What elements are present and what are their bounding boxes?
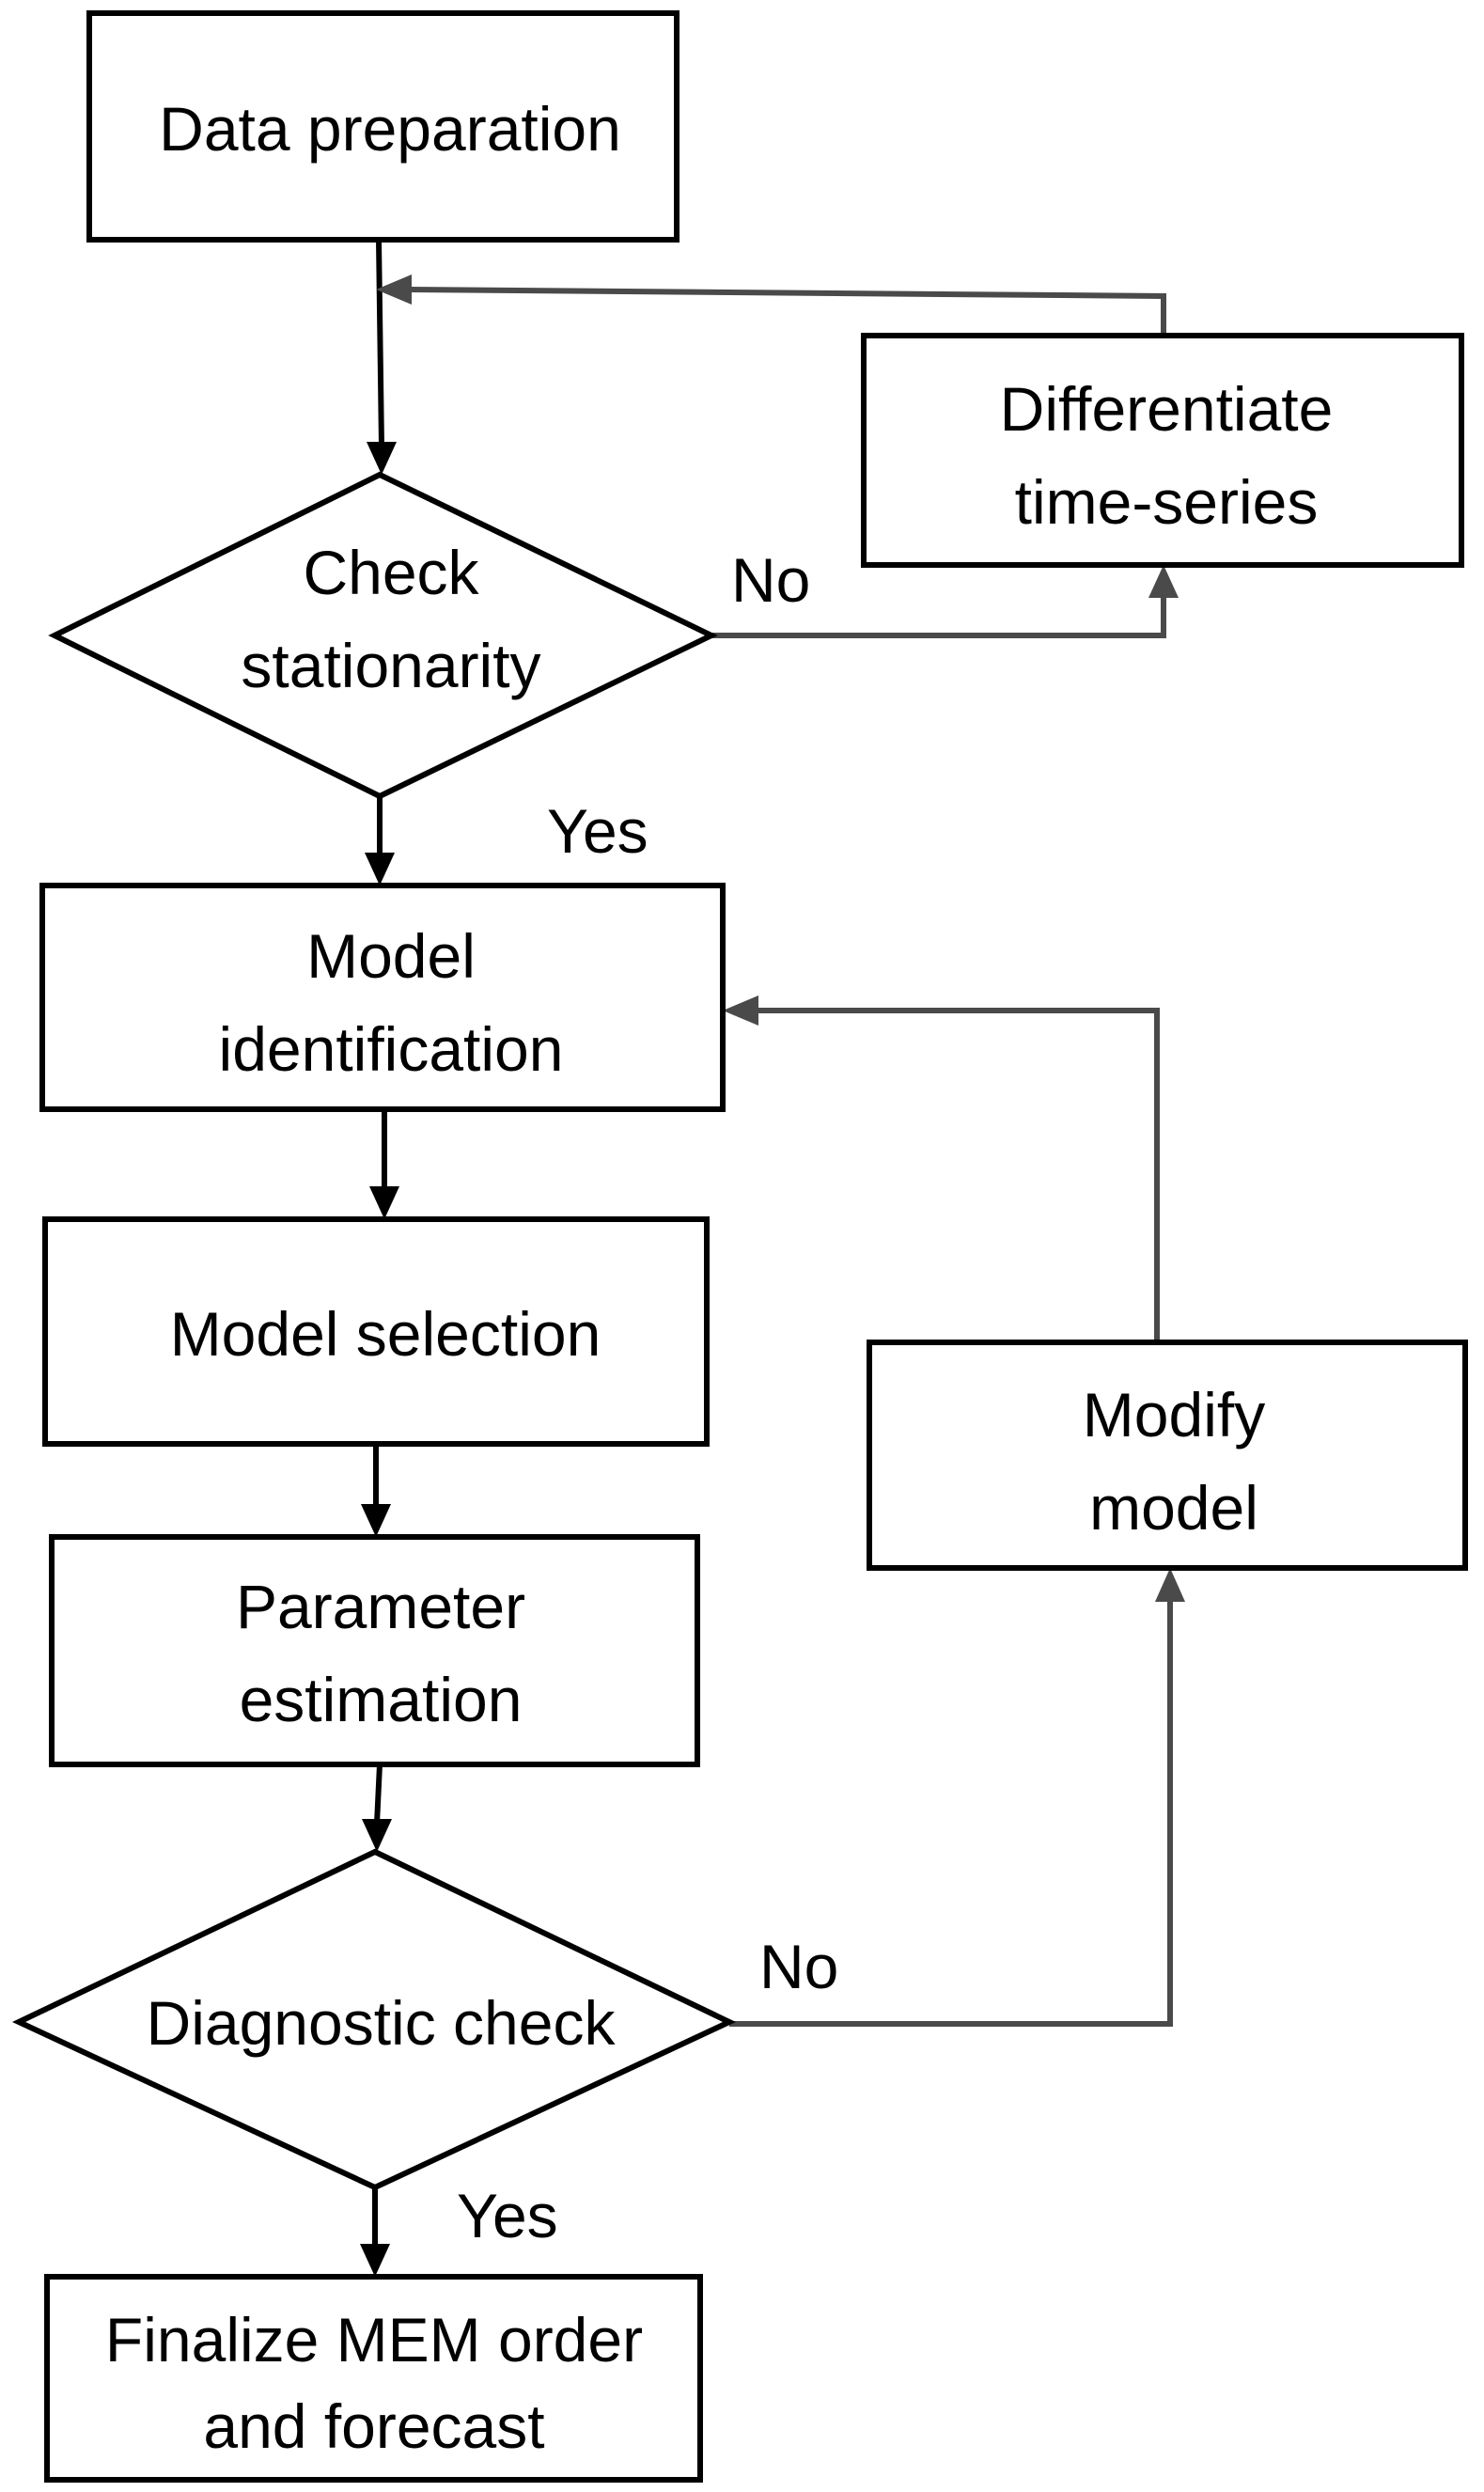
finalize-label-line2: and forecast bbox=[203, 2391, 544, 2461]
arrowhead-diagnostic-no bbox=[1155, 1568, 1185, 1602]
model-identification-label-line1: Model bbox=[306, 921, 476, 991]
arrowhead-stationarity-yes bbox=[365, 853, 395, 886]
differentiate-label-line2: time-series bbox=[1015, 467, 1319, 537]
edge-prep-to-stationarity bbox=[376, 239, 384, 447]
connectors bbox=[360, 239, 1185, 2277]
node-finalize: Finalize MEM order and forecast bbox=[44, 2274, 703, 2483]
arrowhead-identification-to-selection bbox=[369, 1186, 399, 1219]
node-differentiate-time-series: Differentiate time-series bbox=[861, 333, 1464, 568]
arrowhead-differentiate-return bbox=[376, 274, 412, 305]
edge-differentiate-return bbox=[408, 287, 1166, 336]
check-stationarity-label-line2: stationarity bbox=[241, 631, 540, 700]
check-stationarity-label-line1: Check bbox=[303, 538, 479, 607]
parameter-estimation-label-line2: estimation bbox=[240, 1665, 523, 1734]
node-data-preparation: Data preparation bbox=[86, 10, 680, 243]
arrowhead-stationarity-no bbox=[1148, 565, 1179, 598]
node-check-stationarity: Check stationarity bbox=[48, 471, 718, 800]
node-model-selection: Model selection bbox=[42, 1216, 710, 1447]
stationarity-yes-label: Yes bbox=[547, 796, 648, 866]
finalize-label-line1: Finalize MEM order bbox=[105, 2305, 643, 2374]
edge-diagnostic-no bbox=[729, 1598, 1173, 2027]
edge-modify-return bbox=[757, 1008, 1160, 1342]
differentiate-label-line1: Differentiate bbox=[1000, 374, 1334, 444]
diagnostic-no-label: No bbox=[759, 1932, 838, 2001]
edge-estimation-to-diagnostic bbox=[374, 1763, 383, 1825]
model-identification-label-line2: identification bbox=[219, 1014, 564, 1084]
arrowhead-diagnostic-yes bbox=[360, 2244, 390, 2277]
arrowhead-estimation-to-diagnostic bbox=[362, 1819, 392, 1852]
stationarity-no-label: No bbox=[731, 545, 810, 615]
model-selection-label: Model selection bbox=[170, 1299, 601, 1369]
arrowhead-modify-return bbox=[723, 995, 758, 1026]
diagnostic-yes-label: Yes bbox=[457, 2181, 558, 2250]
arrowhead-selection-to-estimation bbox=[361, 1504, 391, 1537]
parameter-estimation-label-line1: Parameter bbox=[236, 1572, 525, 1641]
diagnostic-check-label: Diagnostic check bbox=[147, 1988, 617, 2058]
node-modify-model: Modify model bbox=[867, 1340, 1468, 1571]
modify-model-label-line1: Modify bbox=[1083, 1380, 1265, 1450]
data-preparation-label: Data preparation bbox=[159, 94, 621, 164]
node-diagnostic-check: Diagnostic check bbox=[11, 1848, 737, 2191]
arrowhead-prep-to-stationarity bbox=[367, 442, 397, 475]
modify-model-label-line2: model bbox=[1089, 1473, 1258, 1543]
node-parameter-estimation: Parameter estimation bbox=[49, 1534, 700, 1767]
edge-stationarity-no bbox=[711, 594, 1166, 638]
node-model-identification: Model identification bbox=[39, 883, 726, 1112]
